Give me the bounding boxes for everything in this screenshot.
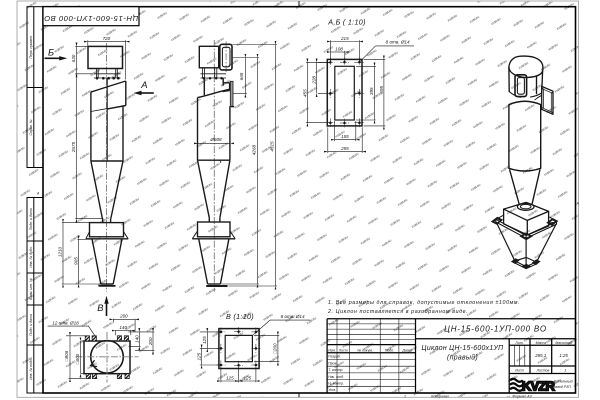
svg-text:140: 140	[119, 325, 127, 330]
svg-text:720: 720	[103, 36, 111, 41]
svg-text:125: 125	[196, 352, 201, 360]
svg-text:KVZR: KVZR	[522, 378, 556, 393]
svg-text:Подп. и дата: Подп. и дата	[29, 314, 33, 336]
svg-text:455: 455	[302, 89, 307, 97]
svg-text:Копировал: Копировал	[431, 394, 448, 398]
svg-text:905: 905	[73, 257, 78, 265]
svg-text:Формат А3: Формат А3	[512, 394, 531, 398]
svg-text:1210: 1210	[58, 246, 63, 257]
svg-text:695: 695	[379, 86, 384, 94]
svg-text:ЦН-15-600-1УП-000 ВО: ЦН-15-600-1УП-000 ВО	[44, 14, 138, 23]
svg-text:Н. контр.: Н. контр.	[328, 382, 344, 386]
svg-text:Листов: Листов	[536, 369, 550, 373]
svg-text:Подп. и дата: Подп. и дата	[29, 208, 33, 230]
svg-text:Лист: Лист	[338, 348, 348, 352]
svg-text:2. Циклон поставляется в разоб: 2. Циклон поставляется в разобранном вид…	[327, 309, 468, 315]
svg-text:4268: 4268	[252, 144, 257, 155]
svg-text:Перв. примен.: Перв. примен.	[29, 35, 33, 58]
svg-text:255: 255	[340, 146, 349, 151]
svg-text:200: 200	[119, 314, 128, 319]
svg-text:Б: Б	[48, 47, 54, 57]
svg-text:108: 108	[335, 47, 343, 52]
svg-text:2675: 2675	[71, 141, 76, 153]
svg-text:228: 228	[312, 76, 317, 85]
svg-text:Разраб.: Разраб.	[328, 355, 341, 359]
svg-text:Масса: Масса	[536, 341, 546, 345]
svg-text:4515: 4515	[270, 141, 275, 152]
svg-text:В (1:10): В (1:10)	[226, 312, 254, 321]
svg-text:630: 630	[71, 54, 76, 62]
svg-text:1. Все размеры для справок, до: 1. Все размеры для справок, допустимые о…	[328, 300, 520, 306]
svg-text:□806: □806	[64, 350, 69, 361]
svg-text:Подп.: Подп.	[385, 348, 394, 352]
svg-text:8 отв. Ø14: 8 отв. Ø14	[386, 40, 410, 45]
svg-text:□200: □200	[272, 343, 277, 354]
svg-text:12 отв. Ø18: 12 отв. Ø18	[52, 320, 79, 325]
svg-text:Изм.: Изм.	[328, 348, 335, 352]
svg-text:8 отв. Ø14: 8 отв. Ø14	[281, 314, 305, 319]
svg-text:140: 140	[135, 335, 140, 343]
svg-text:Пров.: Пров.	[328, 361, 337, 365]
svg-text:125: 125	[226, 376, 234, 381]
svg-text:395: 395	[369, 87, 374, 95]
svg-text:завод РЗП: завод РЗП	[553, 385, 572, 389]
svg-text:Справ. №: Справ. №	[29, 119, 33, 135]
svg-text:665: 665	[239, 72, 244, 80]
svg-text:Циклон ЦН-15-600х1УП: Циклон ЦН-15-600х1УП	[422, 345, 504, 352]
svg-text:155: 155	[341, 134, 349, 139]
svg-text:1:25: 1:25	[559, 353, 568, 358]
svg-text:Утв.: Утв.	[328, 388, 336, 392]
svg-text:Масштаб: Масштаб	[555, 341, 572, 345]
svg-text:В: В	[97, 303, 103, 313]
svg-text:Котельный: Котельный	[554, 380, 573, 384]
svg-text:Т. контр.: Т. контр.	[328, 368, 343, 372]
svg-text:215: 215	[340, 36, 349, 41]
svg-text:ЦН-15-600-1УП-000 ВО: ЦН-15-600-1УП-000 ВО	[444, 325, 547, 334]
svg-text:Нач. отд.: Нач. отд.	[328, 375, 344, 379]
svg-text:285,1: 285,1	[534, 353, 547, 358]
svg-text:Ø608: Ø608	[209, 137, 222, 142]
svg-text:Дата: Дата	[401, 348, 411, 352]
svg-text:А: А	[576, 202, 580, 206]
svg-text:1: 1	[565, 369, 567, 373]
svg-text:Инв. № дубл.: Инв. № дубл.	[29, 246, 33, 268]
svg-text:1: 1	[404, 394, 406, 398]
svg-text:А: А	[140, 80, 147, 90]
svg-text:А: А	[36, 192, 40, 196]
svg-text:(правый): (правый)	[447, 353, 478, 361]
svg-text:Инв. № подл.: Инв. № подл.	[29, 358, 33, 380]
svg-text:□600: □600	[75, 353, 80, 364]
svg-text:Взам. инв. №: Взам. инв. №	[29, 278, 33, 300]
svg-text:Лист: Лист	[514, 369, 524, 373]
svg-text:200: 200	[148, 337, 153, 346]
svg-text:А,Б ( 1:10): А,Б ( 1:10)	[327, 17, 366, 26]
svg-text:125: 125	[202, 336, 207, 344]
svg-text:№ докум.: № докум.	[357, 348, 372, 352]
svg-text:125: 125	[243, 376, 251, 381]
svg-text:Лит.: Лит.	[514, 341, 523, 345]
